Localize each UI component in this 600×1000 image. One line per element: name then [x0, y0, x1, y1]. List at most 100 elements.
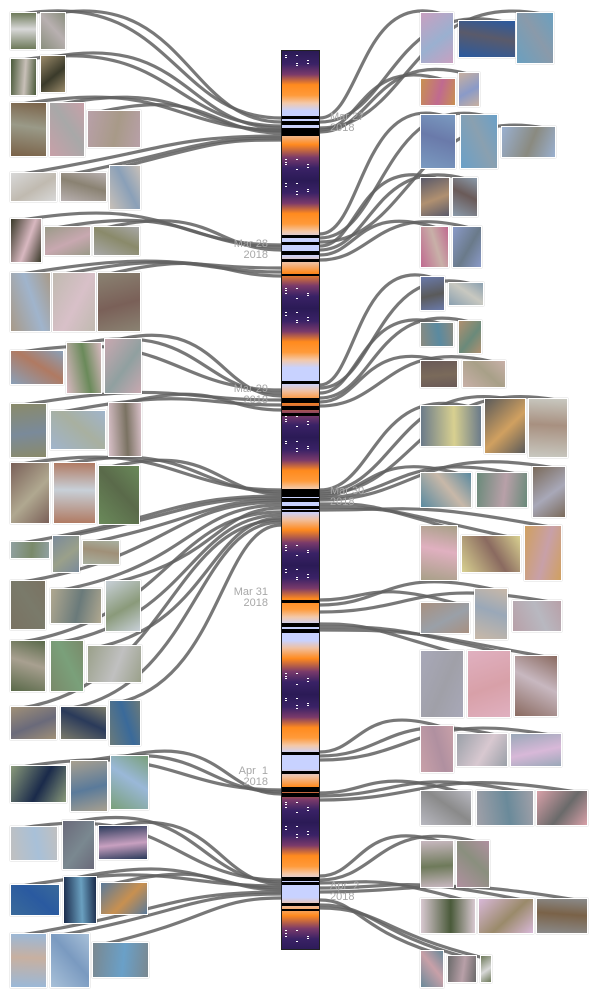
- photo-thumbnail[interactable]: [516, 12, 554, 64]
- photo-thumbnail[interactable]: [514, 655, 558, 717]
- photo-thumbnail[interactable]: [10, 102, 47, 157]
- photo-density-band: [282, 259, 319, 262]
- photo-thumbnail[interactable]: [52, 535, 80, 573]
- photo-thumbnail[interactable]: [50, 933, 90, 988]
- photo-thumbnail[interactable]: [480, 955, 492, 983]
- photo-thumbnail[interactable]: [476, 790, 534, 826]
- photo-thumbnail[interactable]: [420, 840, 454, 888]
- photo-thumbnail[interactable]: [536, 898, 588, 934]
- photo-thumbnail[interactable]: [40, 55, 66, 93]
- photo-thumbnail[interactable]: [420, 602, 470, 634]
- photo-thumbnail[interactable]: [420, 405, 482, 447]
- photo-thumbnail[interactable]: [452, 177, 478, 217]
- photo-thumbnail[interactable]: [510, 733, 562, 767]
- photo-thumbnail[interactable]: [50, 588, 102, 624]
- photo-thumbnail[interactable]: [10, 172, 57, 202]
- photo-thumbnail[interactable]: [10, 706, 57, 740]
- photo-thumbnail[interactable]: [108, 402, 142, 457]
- photo-thumbnail[interactable]: [420, 114, 456, 169]
- photo-thumbnail[interactable]: [420, 322, 454, 347]
- photo-thumbnail[interactable]: [532, 466, 566, 518]
- photo-thumbnail[interactable]: [484, 398, 526, 454]
- photo-thumbnail[interactable]: [10, 58, 37, 96]
- photo-thumbnail[interactable]: [10, 884, 60, 916]
- photo-thumbnail[interactable]: [478, 898, 534, 934]
- photo-thumbnail[interactable]: [53, 462, 96, 524]
- photo-thumbnail[interactable]: [420, 898, 476, 934]
- photo-thumbnail[interactable]: [66, 342, 102, 394]
- photo-thumbnail[interactable]: [467, 650, 511, 718]
- photo-thumbnail[interactable]: [92, 942, 149, 978]
- photo-thumbnail[interactable]: [82, 540, 120, 565]
- photo-thumbnail[interactable]: [10, 12, 37, 50]
- photo-thumbnail[interactable]: [462, 360, 506, 388]
- photo-thumbnail[interactable]: [93, 226, 140, 256]
- photo-thumbnail[interactable]: [62, 820, 95, 870]
- photo-thumbnail[interactable]: [420, 525, 458, 581]
- photo-thumbnail[interactable]: [10, 218, 42, 263]
- photo-thumbnail[interactable]: [460, 114, 498, 169]
- photo-thumbnail[interactable]: [60, 172, 107, 202]
- photo-thumbnail[interactable]: [528, 398, 568, 458]
- photo-thumbnail[interactable]: [70, 760, 108, 812]
- photo-thumbnail[interactable]: [100, 882, 148, 915]
- photo-thumbnail[interactable]: [104, 338, 142, 394]
- photo-thumbnail[interactable]: [420, 790, 472, 826]
- photo-thumbnail[interactable]: [10, 580, 46, 630]
- photo-thumbnail[interactable]: [44, 226, 91, 256]
- timeline-bar[interactable]: [281, 50, 320, 950]
- photo-thumbnail[interactable]: [110, 755, 149, 810]
- photo-thumbnail[interactable]: [420, 472, 472, 508]
- photo-thumbnail[interactable]: [461, 535, 521, 573]
- photo-thumbnail[interactable]: [458, 320, 482, 354]
- photo-thumbnail[interactable]: [476, 472, 528, 508]
- photo-thumbnail[interactable]: [536, 790, 588, 826]
- photo-thumbnail[interactable]: [50, 410, 106, 450]
- photo-thumbnail[interactable]: [60, 706, 107, 740]
- photo-thumbnail[interactable]: [420, 650, 464, 718]
- photo-thumbnail[interactable]: [10, 272, 51, 332]
- photo-thumbnail[interactable]: [40, 12, 66, 50]
- photo-thumbnail[interactable]: [10, 640, 46, 692]
- photo-thumbnail[interactable]: [512, 600, 562, 632]
- photo-thumbnail[interactable]: [10, 826, 58, 861]
- photo-thumbnail[interactable]: [10, 462, 50, 524]
- photo-thumbnail[interactable]: [456, 733, 508, 767]
- photo-thumbnail[interactable]: [420, 276, 445, 311]
- photo-thumbnail[interactable]: [447, 955, 477, 983]
- photo-thumbnail[interactable]: [97, 272, 141, 332]
- photo-thumbnail[interactable]: [109, 165, 141, 210]
- photo-thumbnail[interactable]: [420, 12, 454, 64]
- photo-thumbnail[interactable]: [10, 765, 67, 803]
- photo-thumbnail[interactable]: [10, 350, 64, 385]
- photo-thumbnail[interactable]: [458, 72, 480, 107]
- photo-thumbnail[interactable]: [109, 700, 141, 746]
- photo-thumbnail[interactable]: [448, 282, 484, 306]
- photo-thumbnail[interactable]: [420, 226, 449, 268]
- photo-thumbnail[interactable]: [98, 825, 148, 860]
- photo-thumbnail[interactable]: [10, 403, 47, 458]
- photo-thumbnail[interactable]: [420, 360, 458, 388]
- photo-thumbnail[interactable]: [420, 177, 450, 217]
- photo-thumbnail[interactable]: [10, 541, 50, 559]
- photo-thumbnail[interactable]: [52, 272, 96, 332]
- photo-thumbnail[interactable]: [474, 588, 508, 640]
- photo-density-band: [282, 398, 319, 403]
- photo-thumbnail[interactable]: [98, 465, 140, 525]
- photo-thumbnail[interactable]: [456, 840, 490, 888]
- photo-thumbnail[interactable]: [50, 640, 84, 692]
- photo-thumbnail[interactable]: [87, 110, 141, 148]
- photo-thumbnail[interactable]: [105, 580, 141, 632]
- photo-thumbnail[interactable]: [452, 226, 482, 268]
- photo-thumbnail[interactable]: [458, 20, 516, 58]
- photo-thumbnail[interactable]: [49, 102, 85, 157]
- photo-thumbnail[interactable]: [420, 950, 444, 988]
- photo-thumbnail[interactable]: [63, 876, 97, 924]
- photo-thumbnail[interactable]: [420, 78, 456, 106]
- photo-thumbnail[interactable]: [10, 933, 47, 988]
- photo-thumbnail[interactable]: [501, 126, 556, 158]
- night-star: [307, 448, 309, 450]
- photo-thumbnail[interactable]: [524, 525, 562, 581]
- photo-thumbnail[interactable]: [87, 645, 142, 683]
- photo-thumbnail[interactable]: [420, 725, 454, 773]
